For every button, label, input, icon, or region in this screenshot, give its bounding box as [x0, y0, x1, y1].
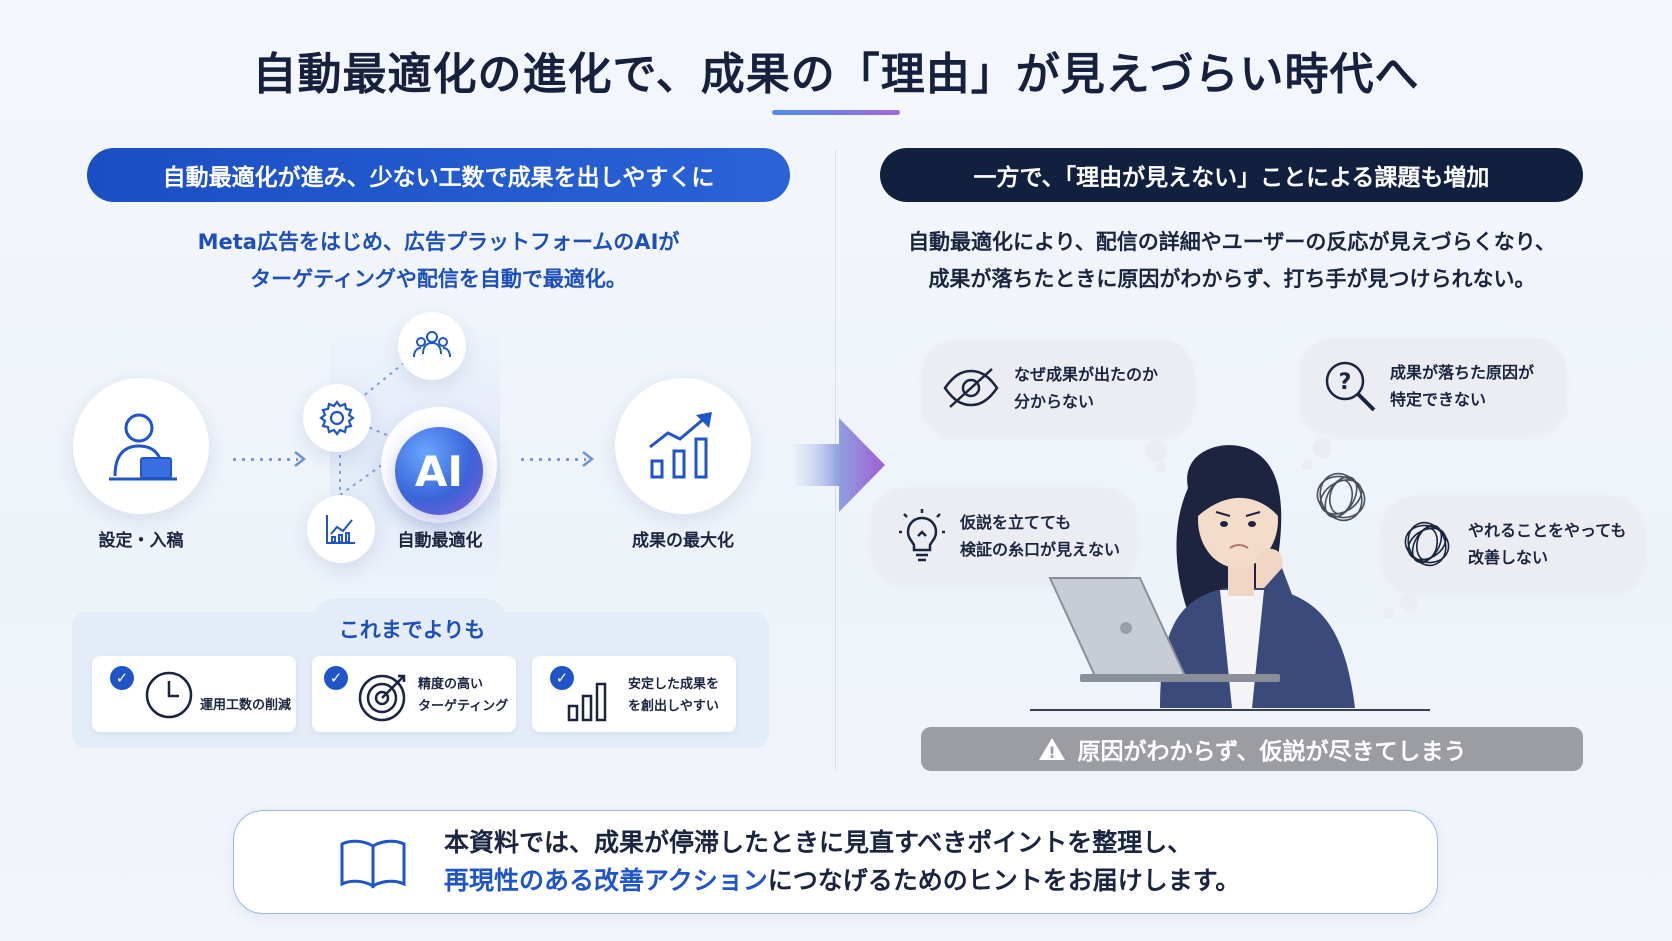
maximize-label: 成果の最大化 [632, 531, 734, 551]
summary-line2: 再現性のある改善アクションにつなげるためのヒントをお届けします。 [444, 862, 1240, 900]
person-laptop-icon [109, 413, 177, 481]
thought-bubble-1: なぜ成果が出たのか 分からない [922, 340, 1194, 436]
ai-badge: AI [395, 427, 483, 515]
gear-circle [303, 384, 371, 452]
benefit-card-1: ✓ 運用工数の削減 [92, 656, 296, 732]
confusion-scribble-icon [1316, 472, 1366, 522]
hidden-eye-icon [943, 368, 999, 408]
right-header-pill: 一方で、「理由が見えない」ことによる課題も増加 [880, 148, 1583, 202]
right-desc-line1: 自動最適化により、配信の詳細やユーザーの反応が見えづらくなり、 [908, 230, 1556, 254]
gear-icon [319, 400, 355, 436]
transition-arrow-icon [795, 418, 885, 512]
thought-bubble-4: やれることをやっても 改善しない [1382, 496, 1644, 592]
bar-chart-icon [567, 682, 607, 722]
summary-box [233, 810, 1438, 914]
left-header-pill: 自動最適化が進み、少ない工数で成果を出しやすくに [87, 148, 790, 202]
bubble-1-text: なぜ成果が出たのか 分からない [1014, 365, 1159, 411]
summary-text: 本資料では、成果が停滞したときに見直すべきポイントを整理し、 再現性のある改善ア… [444, 824, 1240, 900]
setup-label: 設定・入稿 [98, 531, 184, 551]
setup-circle [73, 378, 209, 514]
flow-dots-2 [518, 458, 586, 461]
benefit-card-3: ✓ 安定した成果を を創出しやすい [532, 656, 736, 732]
bubble-1-tail [1155, 462, 1166, 473]
left-desc-line2: ターゲティングや配信を自動で最適化。 [250, 267, 627, 291]
auto-optimize-label: 自動最適化 [397, 531, 483, 551]
left-description: Meta広告をはじめ、広告プラットフォームのAIが ターゲティングや配信を自動で… [87, 224, 790, 298]
bubble-2-text: 成果が落ちた原因が 特定できない [1390, 363, 1535, 409]
tangled-scribble-icon [1404, 521, 1450, 567]
flow-dots-1 [230, 458, 298, 461]
bubble-4-text: やれることをやっても 改善しない [1468, 521, 1627, 567]
benefit-2-text: 精度の高い ターゲティング [418, 677, 509, 714]
chart-circle [307, 495, 375, 563]
svg-text:?: ? [1339, 370, 1352, 395]
bubble-2-tail [1312, 438, 1332, 458]
check-icon: ✓ [110, 666, 134, 690]
left-desc-line1: Meta広告をはじめ、広告プラットフォームのAIが [197, 230, 680, 254]
bubble-4-tail [1400, 594, 1418, 612]
lightbulb-icon [899, 509, 945, 562]
bubble-4-tail [1384, 608, 1394, 618]
bubble-2-tail [1302, 460, 1312, 470]
benefit-1-text: 運用工数の削減 [200, 698, 292, 713]
bubble-3-text: 仮説を立てても 検証の糸口が見えない [960, 513, 1121, 559]
people-group-icon [413, 331, 451, 358]
check-icon: ✓ [550, 666, 574, 690]
thought-bubble-3: 仮説を立てても 検証の糸口が見えない [872, 488, 1136, 584]
line-chart-icon [326, 515, 355, 544]
benefit-3-text: 安定した成果を を創出しやすい [628, 677, 720, 714]
people-circle [398, 312, 466, 380]
worried-woman-illustration [1030, 445, 1430, 711]
magnifier-question-icon: ? [1325, 361, 1376, 412]
growth-chart-icon [649, 412, 712, 479]
page-title: 自動最適化の進化で、成果の「理由」が見えづらい時代へ [252, 49, 1420, 100]
flow-arrow-2-icon [582, 451, 595, 467]
open-book-icon [340, 839, 406, 889]
benefit-card-2: ✓ 精度の高い ターゲティング [312, 656, 516, 732]
summary-line1: 本資料では、成果が停滞したときに見直すべきポイントを整理し、 [444, 828, 1193, 857]
bubble-1-tail [1145, 440, 1167, 462]
clock-icon [145, 671, 193, 719]
right-desc-line2: 成果が落ちたときに原因がわからず、打ち手が見つけられない。 [928, 267, 1536, 291]
check-icon: ✓ [324, 666, 348, 690]
benefits-title: これまでよりも [338, 618, 486, 642]
thought-bubble-2: ? 成果が落ちた原因が 特定できない [1300, 338, 1566, 434]
warning-text: 原因がわからず、仮説が尽きてしまう [1077, 739, 1467, 765]
maximize-circle [615, 378, 751, 514]
summary-highlight: 再現性のある改善アクション [444, 866, 768, 895]
summary-line2-rest: につなげるためのヒントをお届けします。 [767, 866, 1241, 895]
flow-arrow-1-icon [294, 451, 307, 467]
warning-triangle-icon: ! [1038, 738, 1065, 762]
target-icon [358, 674, 406, 722]
right-description: 自動最適化により、配信の詳細やユーザーの反応が見えづらくなり、 成果が落ちたとき… [862, 224, 1602, 298]
warning-bar: ! 原因がわからず、仮説が尽きてしまう [921, 727, 1583, 771]
title-underline [772, 110, 900, 115]
svg-text:!: ! [1048, 743, 1055, 762]
